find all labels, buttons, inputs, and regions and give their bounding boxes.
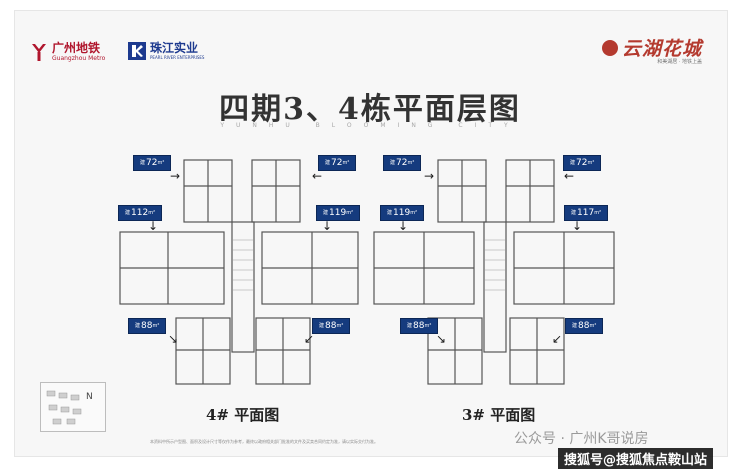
arrow-down-icon: ↓ [398, 219, 409, 233]
floor-plan-sheet [14, 10, 728, 457]
brand-subtitle: 和美湖居 · 地铁上盖 [657, 59, 702, 65]
floor-plan-4-drawing [119, 159, 359, 385]
page-subtitle: YUNHU BLOOMING CITY [220, 122, 520, 129]
metro-logo-icon [32, 44, 46, 61]
wechat-watermark: 公众号 · 广州K哥说房 [514, 431, 649, 447]
arrow-down-icon: ↓ [322, 219, 333, 233]
floor-plan-3 [366, 150, 626, 400]
arrow-left-icon: ← [312, 169, 323, 183]
plan-label-4: 4# 平面图 [206, 406, 280, 424]
arrow-down-left-icon: ↙ [552, 332, 563, 346]
metro-logo-en: Guangzhou Metro [52, 55, 106, 62]
site-key-plan [40, 382, 106, 432]
guangzhou-metro-logo: 广州地铁 Guangzhou Metro [30, 42, 105, 62]
arrow-right-icon: → [170, 169, 181, 183]
metro-logo-text: 广州地铁 [52, 41, 101, 55]
sohu-watermark: 搜狐号@搜狐焦点鞍山站 [558, 448, 714, 469]
floor-plan-3-drawing [373, 159, 615, 385]
arrow-down-right-icon: ↘ [436, 332, 447, 346]
brand-seal-icon [601, 39, 618, 56]
key-plan-drawing [46, 390, 82, 425]
zhujiang-logo-en: PEARL RIVER ENTERPRISES [150, 55, 205, 60]
brand-name: 云湖花城 [621, 38, 702, 60]
page-title: 四期3、4栋平面层图 [219, 92, 521, 127]
yunhu-brand-logo: 云湖花城 和美湖居 · 地铁上盖 [601, 34, 702, 65]
zhujiang-logo: 珠江实业 PEARL RIVER ENTERPRISES [128, 42, 204, 60]
arrow-down-right-icon: ↘ [168, 332, 179, 346]
disclaimer-footnote: 本资料中所示户型图、面积及设计尺寸等仅作为参考，最终以政府相关部门批准的文件及买… [150, 439, 378, 444]
zhujiang-logo-text: 珠江实业 [150, 41, 199, 55]
arrow-right-icon: → [424, 169, 435, 183]
arrow-down-icon: ↓ [572, 219, 583, 233]
arrow-left-icon: ← [564, 169, 575, 183]
plan-label-3: 3# 平面图 [462, 406, 536, 424]
floor-plan-4 [112, 150, 372, 400]
north-arrow-icon: N [86, 392, 93, 402]
zhujiang-logo-icon [128, 42, 146, 60]
arrow-down-icon: ↓ [148, 219, 159, 233]
arrow-down-left-icon: ↙ [304, 332, 315, 346]
